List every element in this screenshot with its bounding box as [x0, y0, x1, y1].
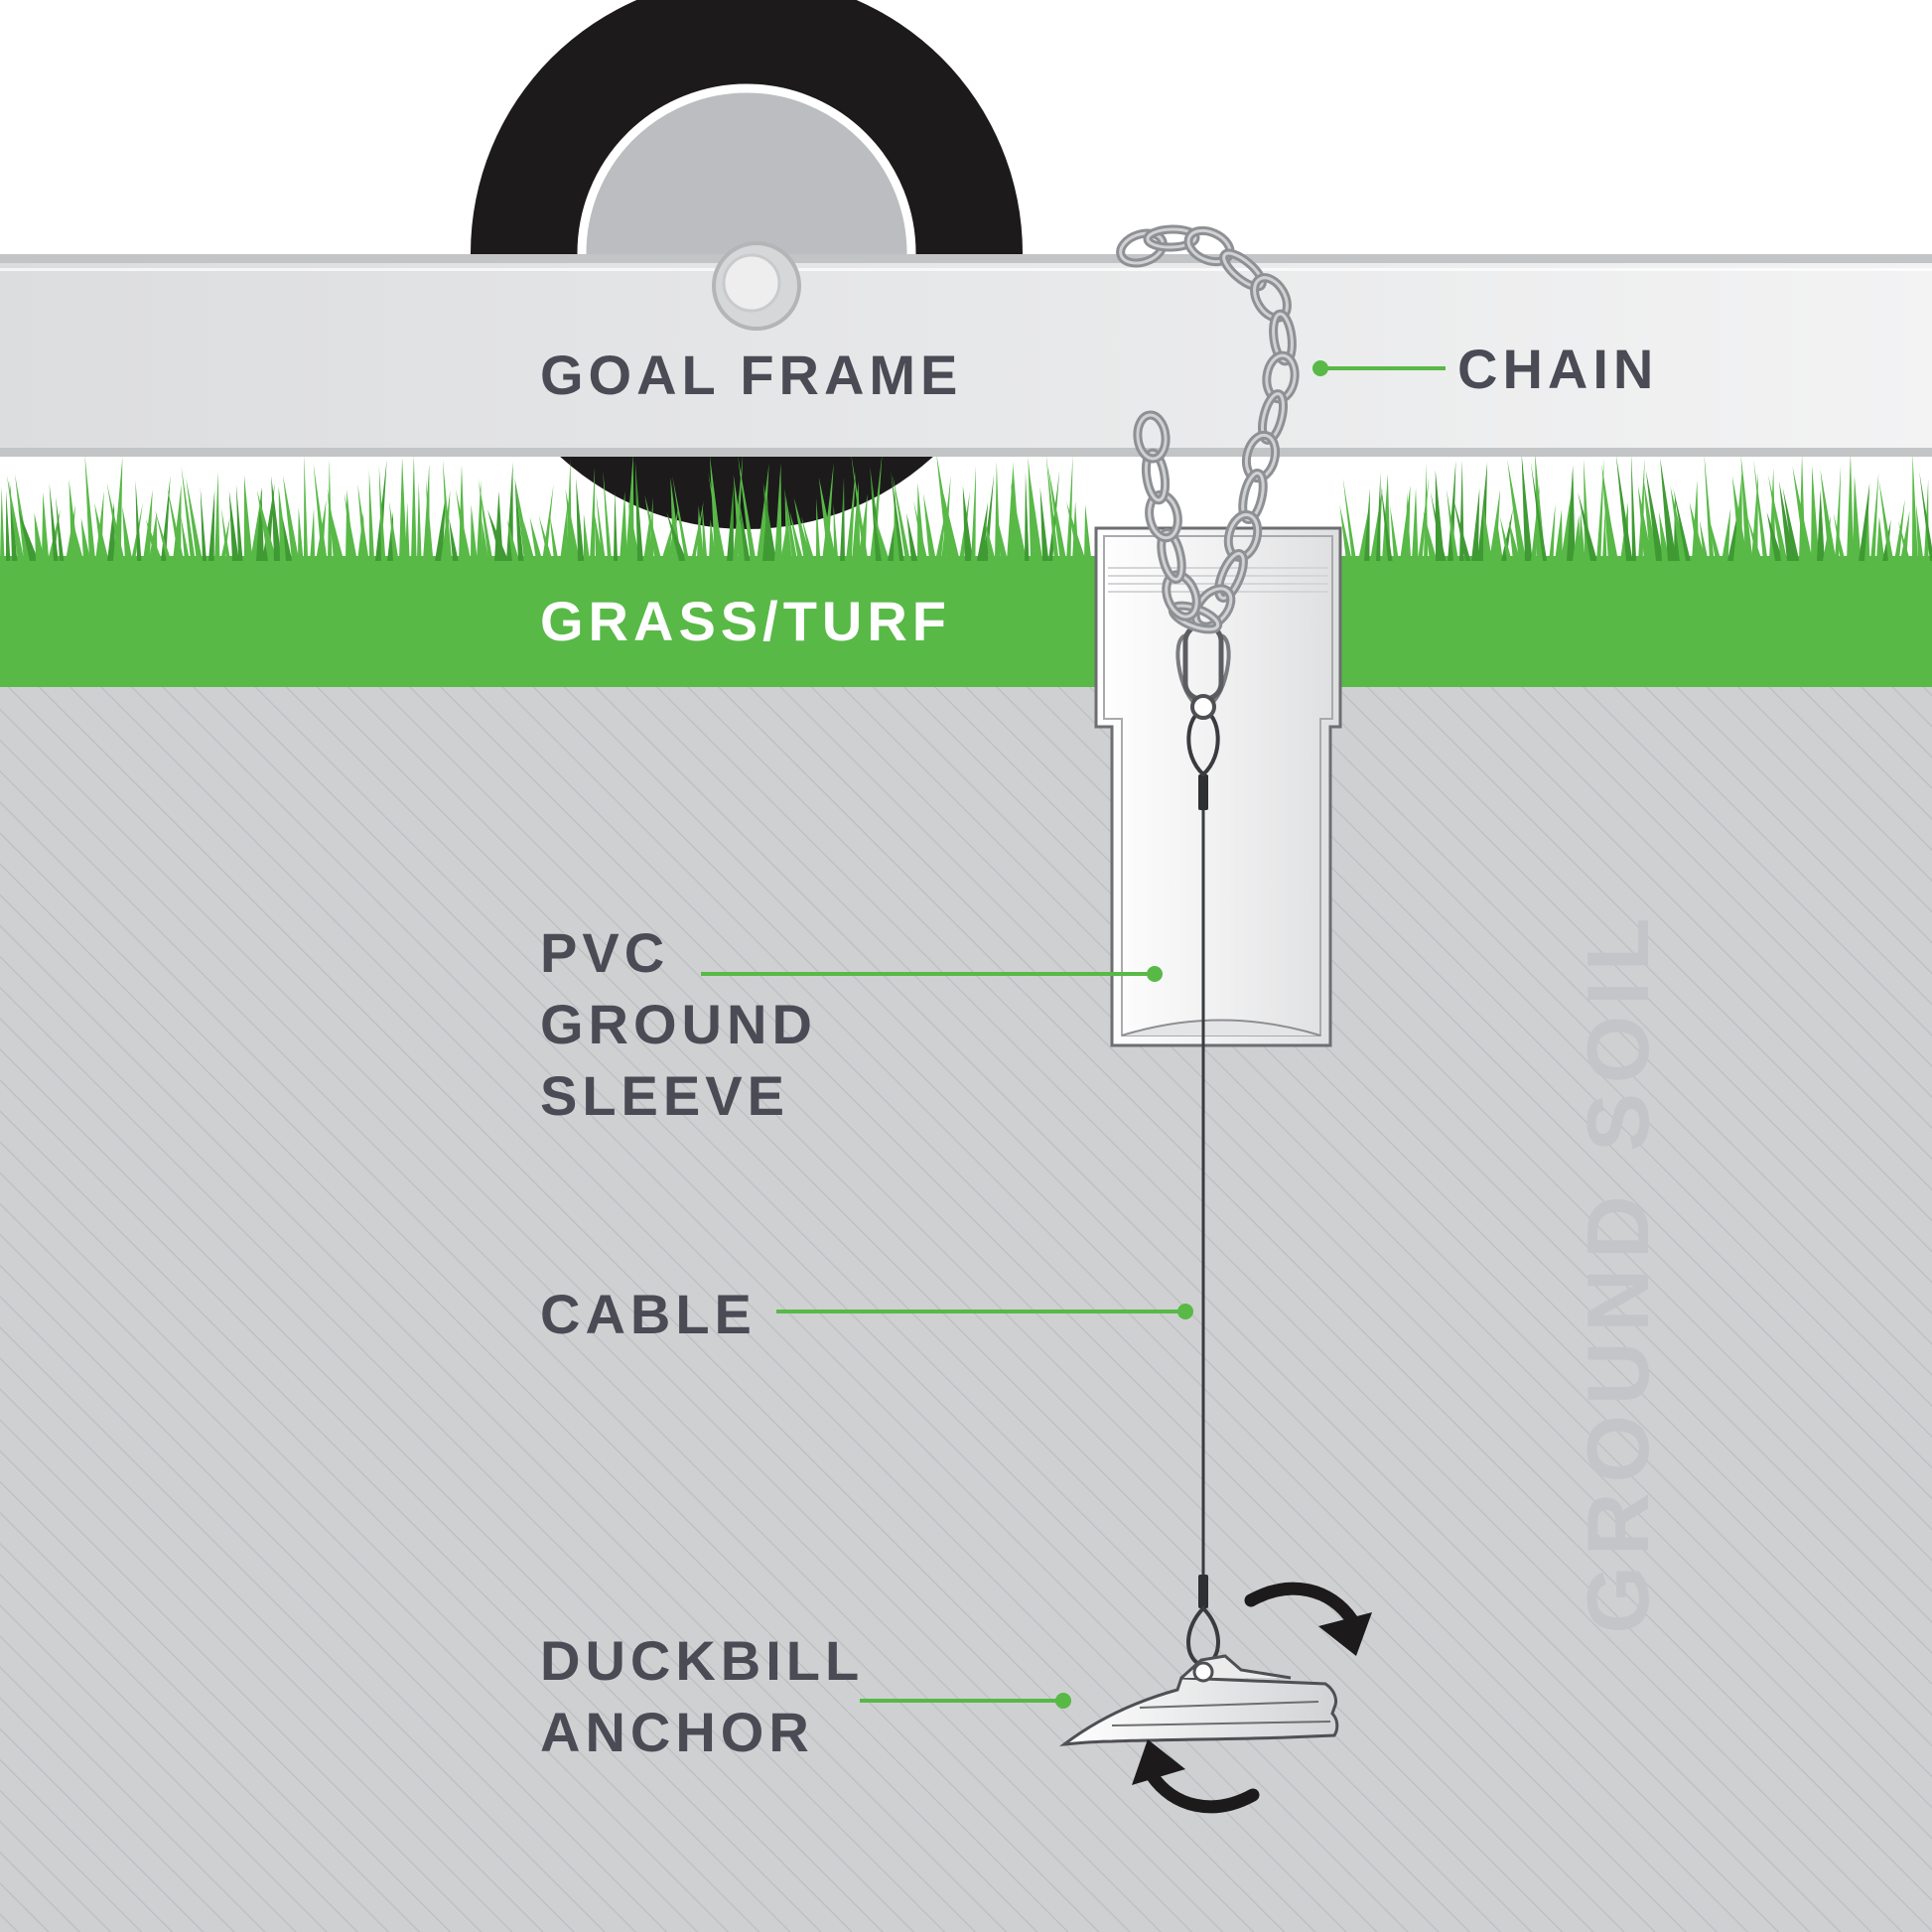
grass-turf-label: GRASS/TURF — [540, 590, 951, 652]
chain-label: CHAIN — [1457, 338, 1659, 400]
pvc-sleeve-leader — [701, 966, 1163, 982]
chain — [1116, 224, 1300, 634]
duckbill-anchor-label: DUCKBILL ANCHOR — [540, 1625, 864, 1768]
chain-link-highlight — [1160, 531, 1183, 581]
chain-link-highlight — [1222, 251, 1264, 289]
rotation-arrows — [1132, 1582, 1372, 1814]
pvc-ground-sleeve-line-2: GROUND — [540, 993, 817, 1055]
cable-label: CABLE — [540, 1283, 757, 1345]
chain-link-highlight — [1146, 227, 1197, 249]
anchor-leader — [860, 1693, 1071, 1709]
chain-link-highlight — [1144, 451, 1168, 502]
grass-turf — [0, 452, 1932, 687]
goal-frame-label: GOAL FRAME — [540, 344, 963, 406]
cable-leader — [776, 1304, 1193, 1319]
chain-link-highlight — [1136, 413, 1168, 461]
pvc-ground-sleeve-label: PVC GROUND SLEEVE — [540, 917, 817, 1132]
pvc-ground-sleeve-line-3: SLEEVE — [540, 1064, 789, 1127]
duckbill-anchor-line-2: ANCHOR — [540, 1701, 814, 1763]
goal-frame — [0, 254, 1932, 457]
leader-lines — [701, 360, 1446, 1709]
ground-soil — [0, 685, 1932, 1932]
pvc-ground-sleeve-line-1: PVC — [540, 921, 670, 984]
chain-link-highlight — [1241, 472, 1265, 521]
chain-leader — [1312, 360, 1446, 376]
chain-link-highlight — [1217, 552, 1245, 600]
duckbill-anchor-line-1: DUCKBILL — [540, 1629, 865, 1692]
ground-soil-label: GROUND SOIL — [1569, 907, 1667, 1634]
duckbill-anchor — [1059, 1654, 1339, 1746]
axle-bolt — [712, 241, 801, 331]
pvc-ground-sleeve — [1094, 526, 1342, 1047]
carabiner — [1175, 622, 1231, 720]
chain-link-highlight — [1119, 231, 1165, 265]
